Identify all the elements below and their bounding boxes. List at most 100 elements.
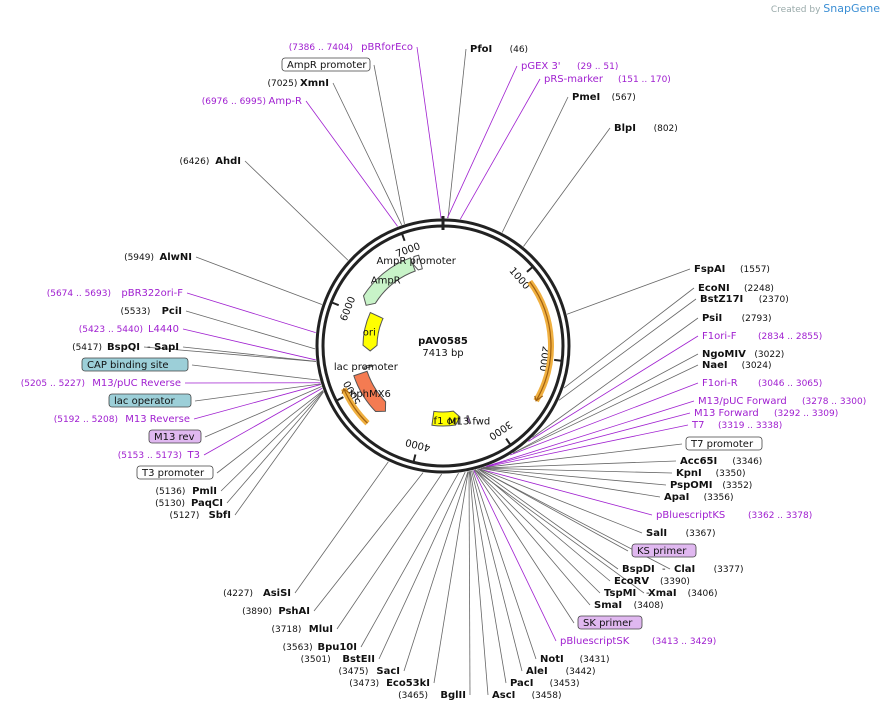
orange-arc-head: [341, 387, 351, 395]
site-bspqi: BspQI(5417): [72, 342, 140, 353]
site-position: (2834 .. 2855): [758, 332, 822, 342]
leader-line: [476, 469, 611, 582]
site-position: (567): [612, 93, 636, 103]
feature-box-label: AmpR promoter: [287, 60, 367, 71]
site-paqci: PaqCI(5130): [155, 498, 223, 509]
site-name: M13 Reverse: [125, 414, 190, 425]
feature-box-label: T3 promoter: [141, 468, 205, 479]
site-pmli: PmlI(5136): [155, 486, 217, 497]
leader-line: [194, 383, 321, 402]
site-xmni: XmnI(7025): [267, 78, 329, 89]
leader-line: [481, 460, 677, 469]
site-position: (3350): [716, 469, 746, 479]
site-position: (3367): [686, 529, 716, 539]
site-position: (5533): [120, 307, 150, 317]
leader-line: [480, 467, 661, 498]
site-position: (2793): [742, 314, 772, 324]
tick-mark: [412, 454, 417, 463]
site-pbr322ori-f: pBR322ori-F(5674 .. 5693): [47, 288, 184, 299]
tick-label: 1000: [507, 266, 532, 292]
site-sali: SalI (3367): [646, 528, 716, 539]
site-position: (5417): [72, 343, 102, 353]
site-t3: T3(5153 .. 5173): [118, 450, 200, 461]
feature-box-label: lac operator: [114, 396, 175, 407]
site-position: (5136): [155, 487, 185, 497]
site-name: AleI: [526, 666, 548, 677]
site-name: Amp-R: [269, 96, 303, 107]
site-position: (5423 .. 5440): [79, 325, 143, 335]
site-tspmi: TspMI: [604, 588, 636, 599]
site-name: M13/pUC Forward: [698, 396, 787, 407]
leader-line: [532, 317, 699, 438]
plasmid-length: 7413 bp: [422, 348, 463, 359]
tick-mark: [505, 437, 512, 446]
site-m13-rev: M13 rev: [148, 429, 202, 444]
site-position: (7386 .. 7404): [289, 43, 353, 53]
site-name: Bpu10I: [317, 642, 357, 653]
site-name: PspOMI: [670, 480, 712, 491]
site-mlui: MluI(3718): [271, 624, 333, 635]
site-prs-marker: pRS-marker(151 .. 170): [544, 74, 671, 85]
site-name: SmaI: [594, 600, 622, 611]
site-name: EcoNI: [698, 283, 730, 294]
site-position: (3278 .. 3300): [802, 397, 866, 407]
site-apai: ApaI(3356): [664, 492, 734, 503]
leader-line: [234, 391, 324, 516]
site-name: SalI: [646, 528, 667, 539]
feature-hphmx6: [353, 370, 387, 413]
site-noti: NotI(3431): [540, 654, 610, 665]
feature-label-f1-ori: f1 ori: [434, 416, 460, 427]
leader-line: [512, 353, 699, 454]
leader-line: [433, 471, 469, 684]
site-position: (5205 .. 5227): [21, 379, 85, 389]
leader-line: [474, 469, 591, 606]
site-position: (3473): [349, 679, 379, 689]
site-position: (1557): [740, 265, 770, 275]
site-position: (3431): [580, 655, 610, 665]
feature-label-m13-fwd: M13 fwd: [448, 417, 490, 428]
site-name: BspDI: [622, 564, 655, 575]
feature-ampr-promoter: [412, 254, 423, 271]
feature-ori: [362, 311, 384, 352]
pair-separator: -: [147, 342, 151, 353]
site-econi: EcoNI(2248): [698, 283, 774, 294]
plasmid-center-label: pAV0585 7413 bp: [418, 336, 468, 359]
leader-line: [195, 256, 323, 305]
site-ngomiv: NgoMIV(3022): [702, 349, 784, 360]
leader-line: [403, 471, 469, 672]
site-position: (3563): [283, 643, 313, 653]
site-clai: ClaI(3377): [674, 564, 744, 575]
leader-line: [313, 472, 424, 612]
site-name: ClaI: [674, 564, 695, 575]
site-position: (5192 .. 5208): [54, 415, 118, 425]
site-position: (4227): [223, 589, 253, 599]
site-sk-primer: SK primer: [577, 615, 643, 630]
feature-m13-fwd: [466, 415, 472, 425]
leader-line: [373, 64, 405, 225]
leader-line: [481, 467, 673, 474]
site-name: BlpI: [614, 123, 636, 134]
leader-line: [468, 471, 471, 696]
site-ahdi: AhdI(6426): [179, 156, 241, 167]
plasmid-name: pAV0585: [418, 336, 468, 347]
site-bglii: BglII (3465): [398, 690, 466, 701]
leader-line: [480, 467, 667, 486]
site-sbfi: SbfI(5127): [169, 510, 231, 521]
site-pbrforeco: pBRforEco(7386 .. 7404): [289, 42, 413, 53]
site-position: (3356): [704, 493, 734, 503]
site-m13-reverse: M13 Reverse (5192 .. 5208): [54, 414, 190, 425]
site-ampr-promoter: AmpR promoter: [281, 57, 371, 72]
site-name: BglII: [440, 690, 466, 701]
leader-line: [469, 470, 507, 684]
feature-box: [148, 429, 202, 444]
leader-line: [459, 78, 541, 220]
site-name: XmnI: [300, 78, 329, 89]
site-name: AlwNI: [160, 252, 193, 263]
leader-line: [143, 346, 316, 362]
leader-line: [474, 469, 601, 594]
site-pfoi: PfoI(46): [470, 44, 528, 55]
orange-arc-core: [343, 388, 368, 424]
tick-mark: [400, 232, 406, 242]
site-position: (3465): [398, 691, 428, 701]
site-name: pBluescriptKS: [656, 510, 725, 521]
